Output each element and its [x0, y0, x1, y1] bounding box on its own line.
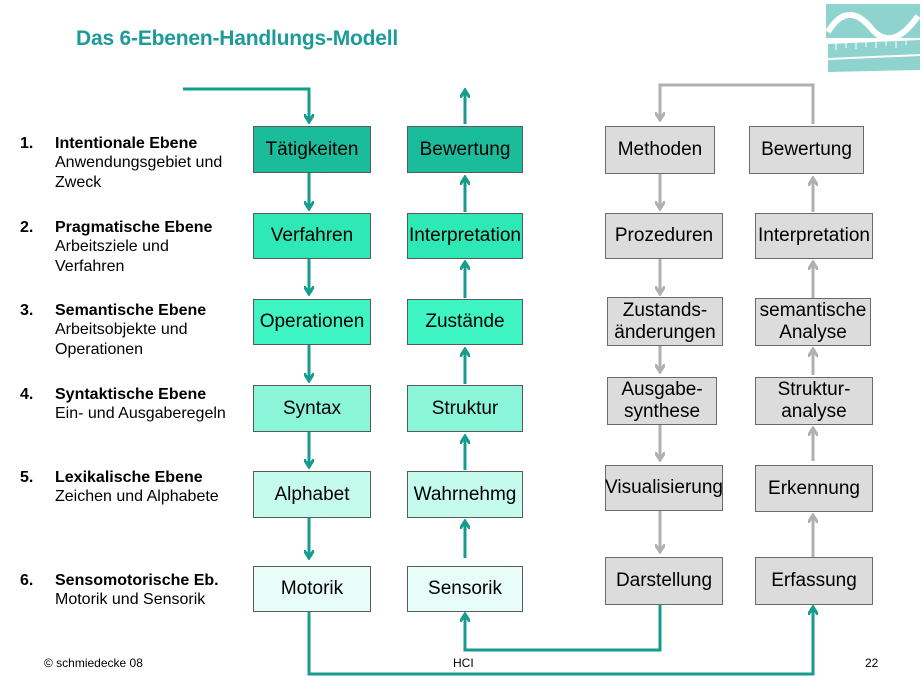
box-sensorik: Sensorik — [407, 566, 523, 612]
box-syntax: Syntax — [253, 385, 371, 432]
level-description-line: Verfahren — [55, 258, 125, 275]
level-description-line: Zeichen und Alphabete — [55, 488, 219, 505]
box-alphabet: Alphabet — [253, 471, 371, 518]
level-description-line: Ein- und Ausgaberegeln — [55, 405, 226, 422]
level-name: Sensomotorische Eb. — [55, 572, 219, 589]
footer-course: HCI — [453, 656, 474, 670]
level-description: Zeichen und Alphabete — [55, 487, 219, 507]
level-name: Pragmatische Ebene — [55, 219, 213, 236]
level-number: 2. — [20, 219, 34, 236]
level-description-line: Anwendungsgebiet und — [55, 154, 223, 171]
arrow-darstellung-to-sensorik — [465, 605, 662, 652]
box-ausgabesynthese: Ausgabe- synthese — [607, 377, 717, 425]
level-number: 6. — [20, 572, 34, 589]
box-wahrnehmung: Wahrnehmg — [407, 471, 523, 518]
box-operationen: Operationen — [253, 299, 371, 345]
level-description: Ein- und Ausgaberegeln — [55, 404, 226, 424]
box-darstellung: Darstellung — [605, 557, 723, 605]
level-description: Arbeitsobjekte und Operationen — [55, 320, 188, 360]
box-erfassung: Erfassung — [755, 557, 873, 605]
box-zustandsaenderungen: Zustands- änderungen — [607, 297, 723, 346]
footer-page-number: 22 — [865, 656, 879, 670]
box-interpretation-input: Interpretation — [755, 213, 873, 259]
level-description: Motorik und Sensorik — [55, 590, 205, 610]
level-description: Anwendungsgebiet und Zweck — [55, 153, 222, 193]
level-description-line: Zweck — [55, 174, 102, 191]
box-erkennung: Erkennung — [755, 465, 873, 512]
logo-icon — [826, 4, 920, 74]
box-strukturanalyse: Struktur- analyse — [755, 377, 873, 425]
box-interpretation: Interpretation — [407, 213, 523, 259]
level-description-line: Operationen — [55, 341, 144, 358]
level-description-line: Arbeitsziele und — [55, 238, 169, 255]
level-name: Syntaktische Ebene — [55, 386, 207, 403]
arrow-top-loop — [660, 83, 815, 124]
box-motorik: Motorik — [253, 566, 371, 612]
box-zustaende: Zustände — [407, 299, 523, 345]
level-number: 4. — [20, 386, 34, 403]
slide-title: Das 6-Ebenen-Handlungs-Modell — [76, 27, 399, 50]
level-number: 3. — [20, 302, 34, 319]
box-visualisierung: Visualisierung — [605, 465, 723, 511]
level-description-line: Motorik und Sensorik — [55, 591, 206, 608]
arrow-into-taetigkeiten — [183, 87, 309, 122]
box-methoden: Methoden — [605, 126, 715, 174]
level-number: 1. — [20, 135, 34, 152]
level-name: Intentionale Ebene — [55, 135, 198, 152]
level-description: Arbeitsziele und Verfahren — [55, 237, 169, 277]
level-number: 5. — [20, 469, 34, 486]
level-description-line: Arbeitsobjekte und — [55, 321, 188, 338]
box-verfahren: Verfahren — [253, 213, 371, 259]
box-semantische-analyse: semantische Analyse — [755, 298, 871, 346]
box-bewertung-input: Bewertung — [749, 126, 864, 174]
footer-author: © schmiedecke 08 — [44, 656, 143, 670]
level-name: Lexikalische Ebene — [55, 469, 203, 486]
level-name: Semantische Ebene — [55, 302, 207, 319]
box-bewertung: Bewertung — [407, 126, 523, 173]
box-struktur: Struktur — [407, 385, 523, 432]
arrow-motorik-to-erfassung — [307, 607, 813, 676]
box-taetigkeiten: Tätigkeiten — [253, 126, 371, 173]
box-prozeduren: Prozeduren — [605, 213, 723, 259]
